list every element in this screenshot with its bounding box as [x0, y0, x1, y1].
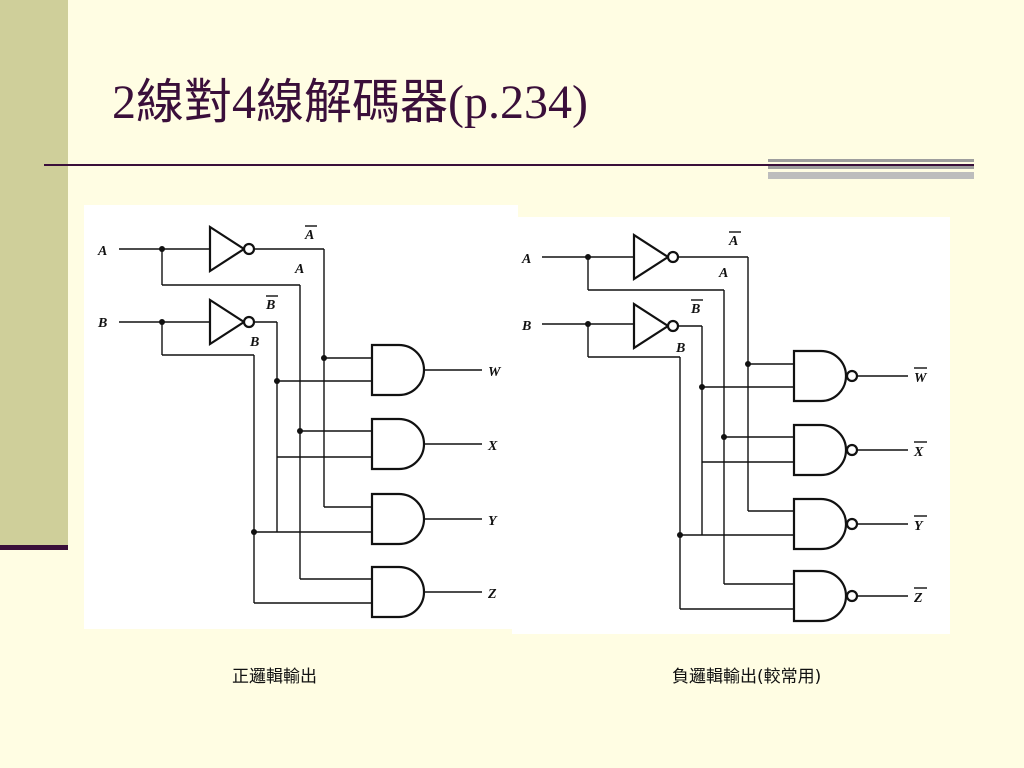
side-bar-rule [0, 545, 68, 550]
output-x: X [487, 439, 498, 454]
neg-label-input-a: A [521, 252, 531, 267]
negative-logic-diagram: A B A A B B W X Y Z [512, 217, 950, 634]
nand-gate-w [792, 349, 848, 403]
label-a-tap: A [294, 262, 304, 277]
label-a-bar: A [304, 228, 314, 243]
neg-label-a-tap: A [718, 266, 728, 281]
neg-output-w: W [914, 371, 928, 386]
neg-output-y: Y [914, 519, 924, 534]
label-input-a: A [97, 244, 107, 259]
neg-label-b-tap: B [675, 341, 685, 356]
and-gate-y [370, 492, 426, 546]
positive-decoder-svg: A B A A B B W X Y Z [97, 224, 502, 619]
title-rule [44, 164, 974, 166]
and-gate-z [370, 565, 426, 619]
neg-label-input-b: B [521, 319, 531, 334]
neg-inverter-b [632, 301, 671, 351]
output-y: Y [488, 514, 498, 529]
neg-inverter-a [632, 232, 671, 282]
neg-inverter-a-bubble [666, 250, 680, 264]
output-w: W [488, 365, 502, 380]
title-accent-bar [768, 159, 974, 179]
side-bar [0, 0, 68, 548]
neg-label-a-bar: A [728, 234, 738, 249]
positive-logic-diagram: A B A A B B W X Y Z [84, 205, 518, 629]
and-gate-w [370, 343, 426, 397]
inverter-b-bubble [242, 315, 256, 329]
label-b-bar: B [265, 298, 275, 313]
output-z: Z [487, 587, 497, 602]
neg-output-z: Z [913, 591, 923, 606]
negative-decoder-svg: A B A A B B W X Y Z [521, 231, 928, 623]
and-gate-x [370, 417, 426, 471]
neg-inverter-b-bubble [666, 319, 680, 333]
label-b-tap: B [249, 335, 259, 350]
nand-gate-z [792, 569, 848, 623]
neg-output-x: X [913, 445, 924, 460]
negative-caption: 負邏輯輸出(較常用) [672, 667, 822, 687]
neg-label-b-bar: B [690, 302, 700, 317]
label-input-b: B [97, 316, 107, 331]
inverter-a [208, 224, 247, 274]
inverter-b [208, 297, 247, 347]
slide-title: 2線對4線解碼器(p.234) [112, 76, 588, 129]
nand-gate-x [792, 423, 848, 477]
inverter-a-bubble [242, 242, 256, 256]
nand-gate-y [792, 497, 848, 551]
positive-caption: 正邏輯輸出 [232, 667, 317, 687]
